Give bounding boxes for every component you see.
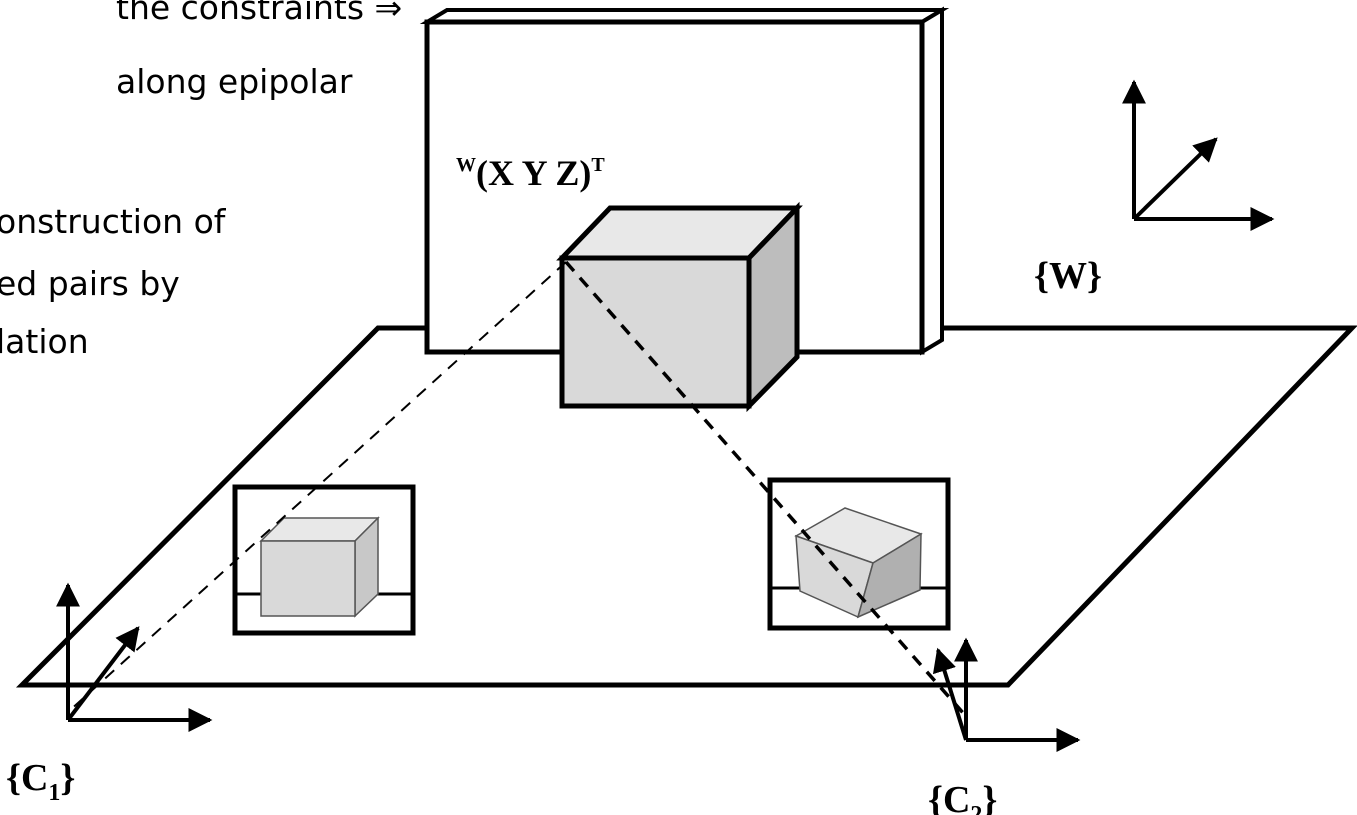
slide-text-line-3: onstruction of bbox=[0, 202, 226, 241]
world-frame-axes bbox=[1122, 79, 1275, 231]
camera2-label: {C2} bbox=[928, 779, 997, 815]
camera2-frame-axes bbox=[932, 637, 1081, 752]
camera1-label: {C1} bbox=[6, 757, 75, 806]
world-frame-label: {W} bbox=[1034, 255, 1102, 297]
world-cube bbox=[556, 201, 803, 413]
slide-text-line-2: along epipolar bbox=[116, 62, 353, 101]
projection-ray-2 bbox=[564, 260, 966, 716]
slide-text-line-5: lation bbox=[0, 322, 89, 361]
image-cube-1 bbox=[259, 516, 380, 618]
world-point-label: W(X Y Z)T bbox=[456, 153, 605, 193]
slide-text-line-1: the constraints ⇒ bbox=[116, 0, 403, 27]
image-cube-2 bbox=[794, 507, 923, 619]
image-plane-2 bbox=[767, 477, 951, 631]
projection-ray-1 bbox=[67, 261, 567, 713]
camera1-frame-axes bbox=[56, 582, 213, 732]
slide-text-line-4: ed pairs by bbox=[0, 264, 180, 303]
projection-rays bbox=[67, 260, 966, 716]
image-plane-1 bbox=[232, 484, 416, 636]
